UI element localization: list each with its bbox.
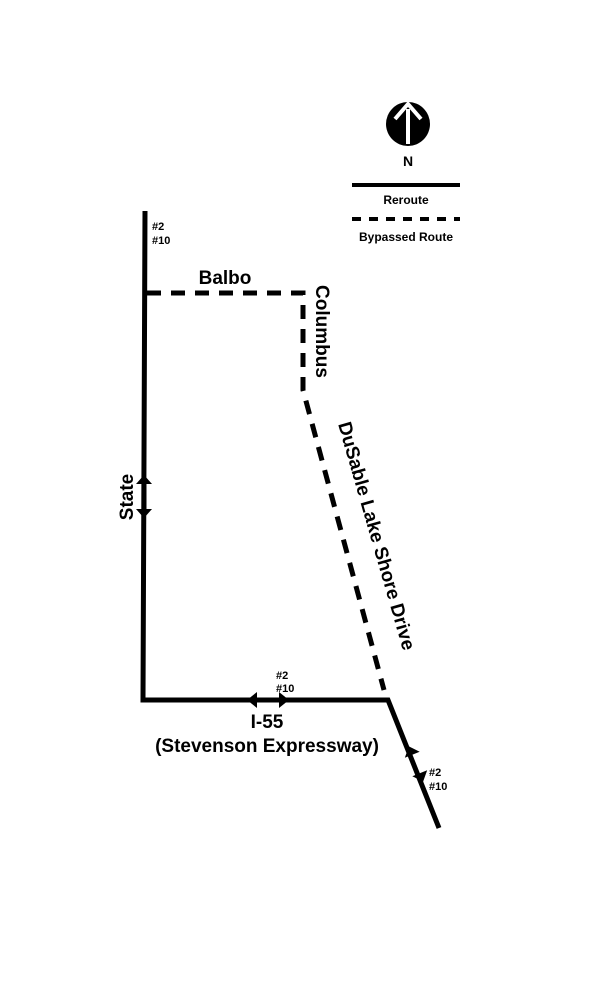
route-label-i55-1: #2 <box>276 670 288 682</box>
route-label-i55-2: #10 <box>276 683 294 695</box>
double-arrow-icon <box>404 746 428 782</box>
legend-bypassed-label: Bypassed Route <box>359 230 453 244</box>
double-arrow-icon <box>247 692 289 708</box>
street-label-i55: I-55 <box>251 712 284 733</box>
route-label-exit-2: #10 <box>429 781 447 793</box>
route-label-exit-1: #2 <box>429 767 441 779</box>
street-label-columbus: Columbus <box>311 285 332 378</box>
street-label-lake-shore: DuSable Lake Shore Drive <box>333 420 418 653</box>
bypassed-route <box>147 290 387 691</box>
route-label-top-1: #2 <box>152 221 164 233</box>
north-label: N <box>403 153 413 169</box>
legend-reroute-label: Reroute <box>383 193 429 207</box>
street-label-state: State <box>117 474 138 520</box>
double-arrow-icon <box>136 475 152 518</box>
legend: Reroute Bypassed Route <box>352 183 460 244</box>
street-label-balbo: Balbo <box>199 268 252 289</box>
north-arrow-icon <box>386 100 430 146</box>
street-label-i55-sub: (Stevenson Expressway) <box>155 736 379 757</box>
route-label-top-2: #10 <box>152 235 170 247</box>
